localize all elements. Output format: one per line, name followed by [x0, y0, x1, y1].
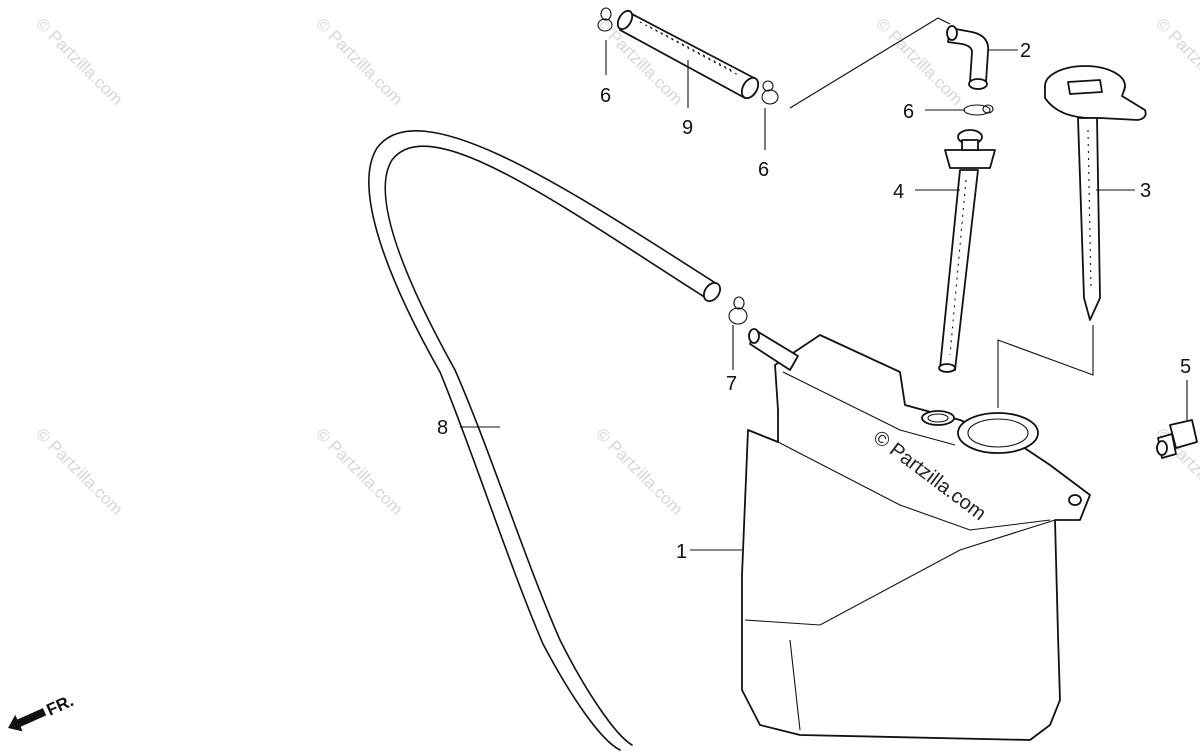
hose-clip-top-right — [761, 80, 779, 105]
hose-clip-top-left — [597, 7, 613, 32]
drain-bolt — [1156, 419, 1198, 459]
label-part-6-middle: 6 — [903, 101, 914, 123]
label-part-2: 2 — [1020, 40, 1031, 62]
watermark-7: © Partzilla.com — [312, 424, 406, 518]
label-part-1: 1 — [676, 541, 687, 563]
reservoir-cap — [1044, 65, 1147, 321]
label-part-7: 7 — [726, 373, 737, 395]
label-part-8: 8 — [437, 417, 448, 439]
label-part-9: 9 — [682, 117, 693, 139]
overflow-hose — [368, 130, 722, 751]
filler-neck-tube — [938, 129, 996, 373]
leader-lines — [460, 17, 1188, 551]
label-part-5: 5 — [1180, 356, 1191, 378]
elbow-fitting — [946, 25, 990, 90]
breather-hose — [616, 9, 760, 100]
watermark-8: © Partzilla.com — [592, 424, 686, 518]
label-part-3: 3 — [1140, 180, 1151, 202]
watermark-5: © Partzilla.com — [1152, 14, 1200, 108]
watermark-1: © Partzilla.com — [32, 14, 126, 108]
label-part-6-top-right: 6 — [758, 159, 769, 181]
hose-clip-middle — [963, 104, 994, 116]
front-direction-indicator: FR. — [8, 691, 77, 732]
watermark-2: © Partzilla.com — [312, 14, 406, 108]
label-part-6-top-left: 6 — [600, 85, 611, 107]
watermark-6: © Partzilla.com — [32, 424, 126, 518]
front-label: FR. — [44, 691, 77, 719]
label-part-4: 4 — [893, 181, 904, 203]
front-arrow-icon — [8, 708, 47, 732]
hose-clip-lower — [728, 296, 748, 325]
reservoir-tank — [741, 328, 1091, 741]
